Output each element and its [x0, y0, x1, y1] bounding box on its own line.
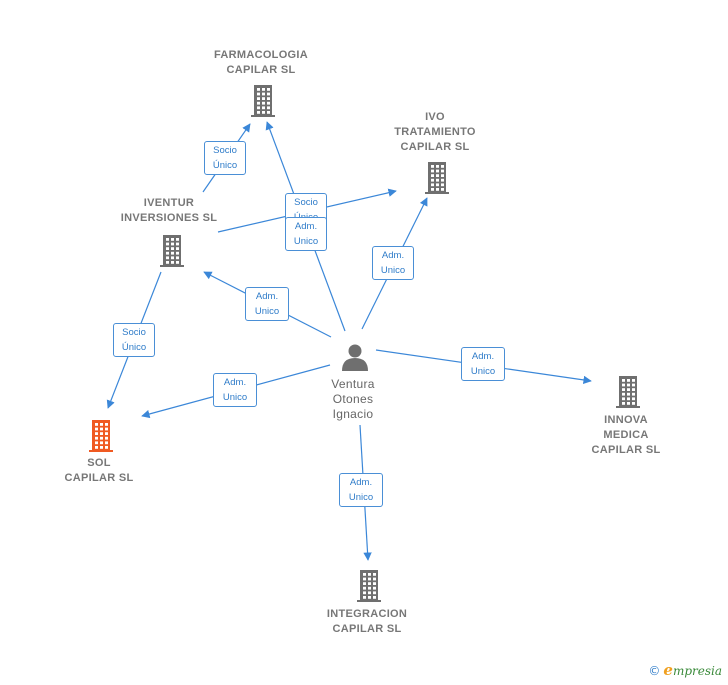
node-label-sol[interactable]: SOL CAPILAR SL	[64, 457, 134, 484]
edge-label-iventur-to-sol[interactable]: Socio Único	[113, 323, 155, 357]
building-icon-farmacologia[interactable]	[251, 85, 275, 117]
person-icon-ventura[interactable]	[342, 344, 368, 372]
building-icon-innova[interactable]	[616, 376, 640, 408]
brand-name: mpresia	[672, 664, 722, 678]
edge-label-ventura-to-farmacologia[interactable]: Adm. Unico	[285, 217, 327, 251]
edge-label-ventura-to-innova[interactable]: Adm. Unico	[461, 347, 505, 381]
node-label-ivo[interactable]: IVO TRATAMIENTO CAPILAR SL	[394, 111, 476, 153]
edge-label-ventura-to-ivo[interactable]: Adm. Unico	[372, 246, 414, 280]
building-icon-ivo[interactable]	[425, 162, 449, 194]
edge-label-ventura-to-sol[interactable]: Adm. Unico	[213, 373, 257, 407]
node-label-iventur[interactable]: IVENTUR INVERSIONES SL	[120, 197, 218, 224]
building-icon-iventur[interactable]	[160, 235, 184, 267]
building-icon-sol[interactable]	[89, 420, 113, 452]
nodes-layer	[89, 85, 640, 602]
empresia-watermark[interactable]: ©empresia	[648, 661, 722, 679]
brand-initial: e	[663, 661, 673, 679]
building-icon-integracion[interactable]	[357, 570, 381, 602]
edge-label-iventur-to-farmacologia[interactable]: Socio Único	[204, 141, 246, 175]
edge-label-ventura-to-iventur[interactable]: Adm. Unico	[245, 287, 289, 321]
node-label-innova[interactable]: INNOVA MEDICA CAPILAR SL	[591, 414, 661, 456]
edge-label-ventura-to-integracion[interactable]: Adm. Unico	[339, 473, 383, 507]
node-label-ventura[interactable]: Ventura Otones Ignacio	[331, 377, 375, 421]
node-label-integracion[interactable]: INTEGRACION CAPILAR SL	[326, 608, 408, 635]
copyright-symbol: ©	[648, 664, 661, 678]
node-label-farmacologia[interactable]: FARMACOLOGIA CAPILAR SL	[213, 49, 309, 76]
